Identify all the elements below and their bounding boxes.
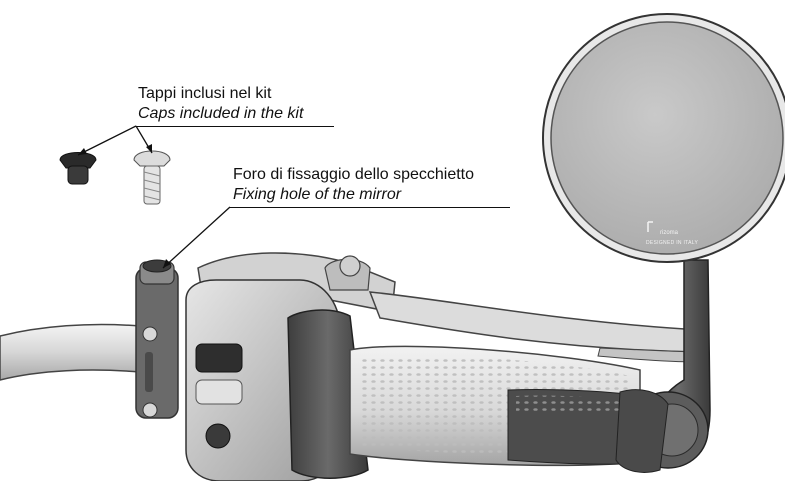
mirror-arm [615, 259, 711, 473]
callout-fixing-hole-rule [230, 207, 510, 208]
round-mirror [542, 13, 785, 263]
arrowhead-icon [146, 144, 152, 153]
cap-screw [133, 150, 171, 205]
callout-fixing-hole-italian: Foro di fissaggio dello specchietto [233, 166, 475, 183]
brand-logo-icon [647, 221, 653, 232]
mirror-brand-label: rizoma [660, 230, 679, 236]
handlebar-grip [349, 345, 661, 467]
callout-caps-rule [136, 126, 334, 127]
cap-dark [59, 152, 97, 185]
callout-caps: Tappi inclusi nel kit Caps included in t… [138, 84, 303, 124]
callout-fixing-hole: Foro di fissaggio dello specchietto Fixi… [233, 165, 474, 205]
arrowhead-icon [163, 259, 171, 268]
callout-caps-english: Caps included in the kit [138, 105, 304, 122]
handlebar [0, 323, 141, 381]
throttle-collar [287, 309, 369, 479]
callout-caps-italian: Tappi inclusi nel kit [138, 85, 272, 102]
leader-lines [77, 125, 231, 269]
arrowhead-icon [78, 148, 87, 155]
mirror-made-in-label: DESIGNED IN ITALY [646, 240, 699, 246]
mirror-clamp [135, 259, 179, 419]
callout-fixing-hole-english: Fixing hole of the mirror [233, 186, 402, 203]
